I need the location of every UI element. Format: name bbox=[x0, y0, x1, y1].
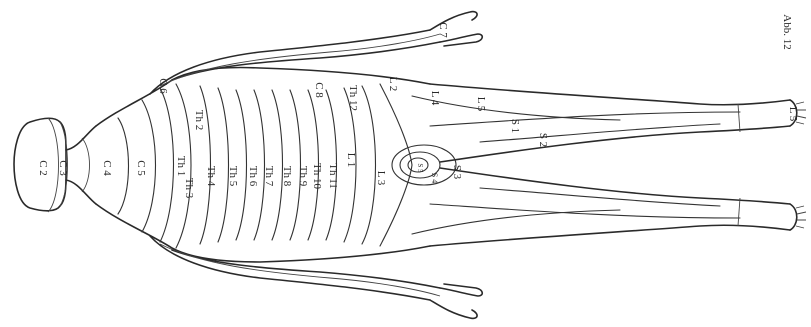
dermatome-labels: C 2 C 3 C 4 C 5 C 6 C 7 C 8 Th 1 Th 2 Th… bbox=[37, 22, 799, 199]
label-th7: Th 7 bbox=[263, 166, 275, 187]
neck bbox=[66, 126, 96, 204]
label-s4: S 4 bbox=[430, 173, 439, 183]
label-th9: Th 9 bbox=[297, 166, 309, 187]
label-c2: C 2 bbox=[37, 160, 49, 176]
label-th3: Th 3 bbox=[183, 178, 195, 199]
label-s5: S 5 bbox=[416, 163, 424, 173]
label-l5-foot: L 5 bbox=[787, 107, 799, 122]
label-th8: Th 8 bbox=[281, 166, 293, 187]
label-l2: L 2 bbox=[387, 77, 399, 92]
label-c5: C 5 bbox=[135, 160, 147, 176]
label-th6: Th 6 bbox=[247, 166, 259, 187]
label-c6: C 6 bbox=[157, 78, 169, 94]
label-s3: S 3 bbox=[451, 165, 463, 180]
figure-caption: Abb. 12 bbox=[781, 14, 793, 49]
label-th2: Th 2 bbox=[193, 110, 205, 130]
label-th10: Th 10 bbox=[311, 163, 323, 189]
legs bbox=[412, 84, 806, 246]
label-th5: Th 5 bbox=[227, 166, 239, 187]
upper-arm-bottom bbox=[150, 236, 482, 318]
label-th4: Th 4 bbox=[205, 166, 217, 187]
label-c3: C 3 bbox=[57, 160, 69, 176]
label-l3: L 3 bbox=[375, 171, 387, 186]
label-l1: L 1 bbox=[345, 153, 357, 168]
label-l4: L 4 bbox=[429, 91, 441, 106]
label-c4: C 4 bbox=[101, 160, 113, 176]
label-c8: C 8 bbox=[313, 82, 325, 98]
label-l5: L 5 bbox=[475, 97, 487, 112]
label-s1: S 1 bbox=[509, 119, 521, 133]
label-th1: Th 1 bbox=[175, 156, 187, 176]
label-th12: Th 12 bbox=[347, 85, 359, 111]
label-c7: C 7 bbox=[437, 22, 449, 38]
label-th11: Th 11 bbox=[327, 163, 339, 189]
label-s2: S 2 bbox=[537, 133, 549, 147]
